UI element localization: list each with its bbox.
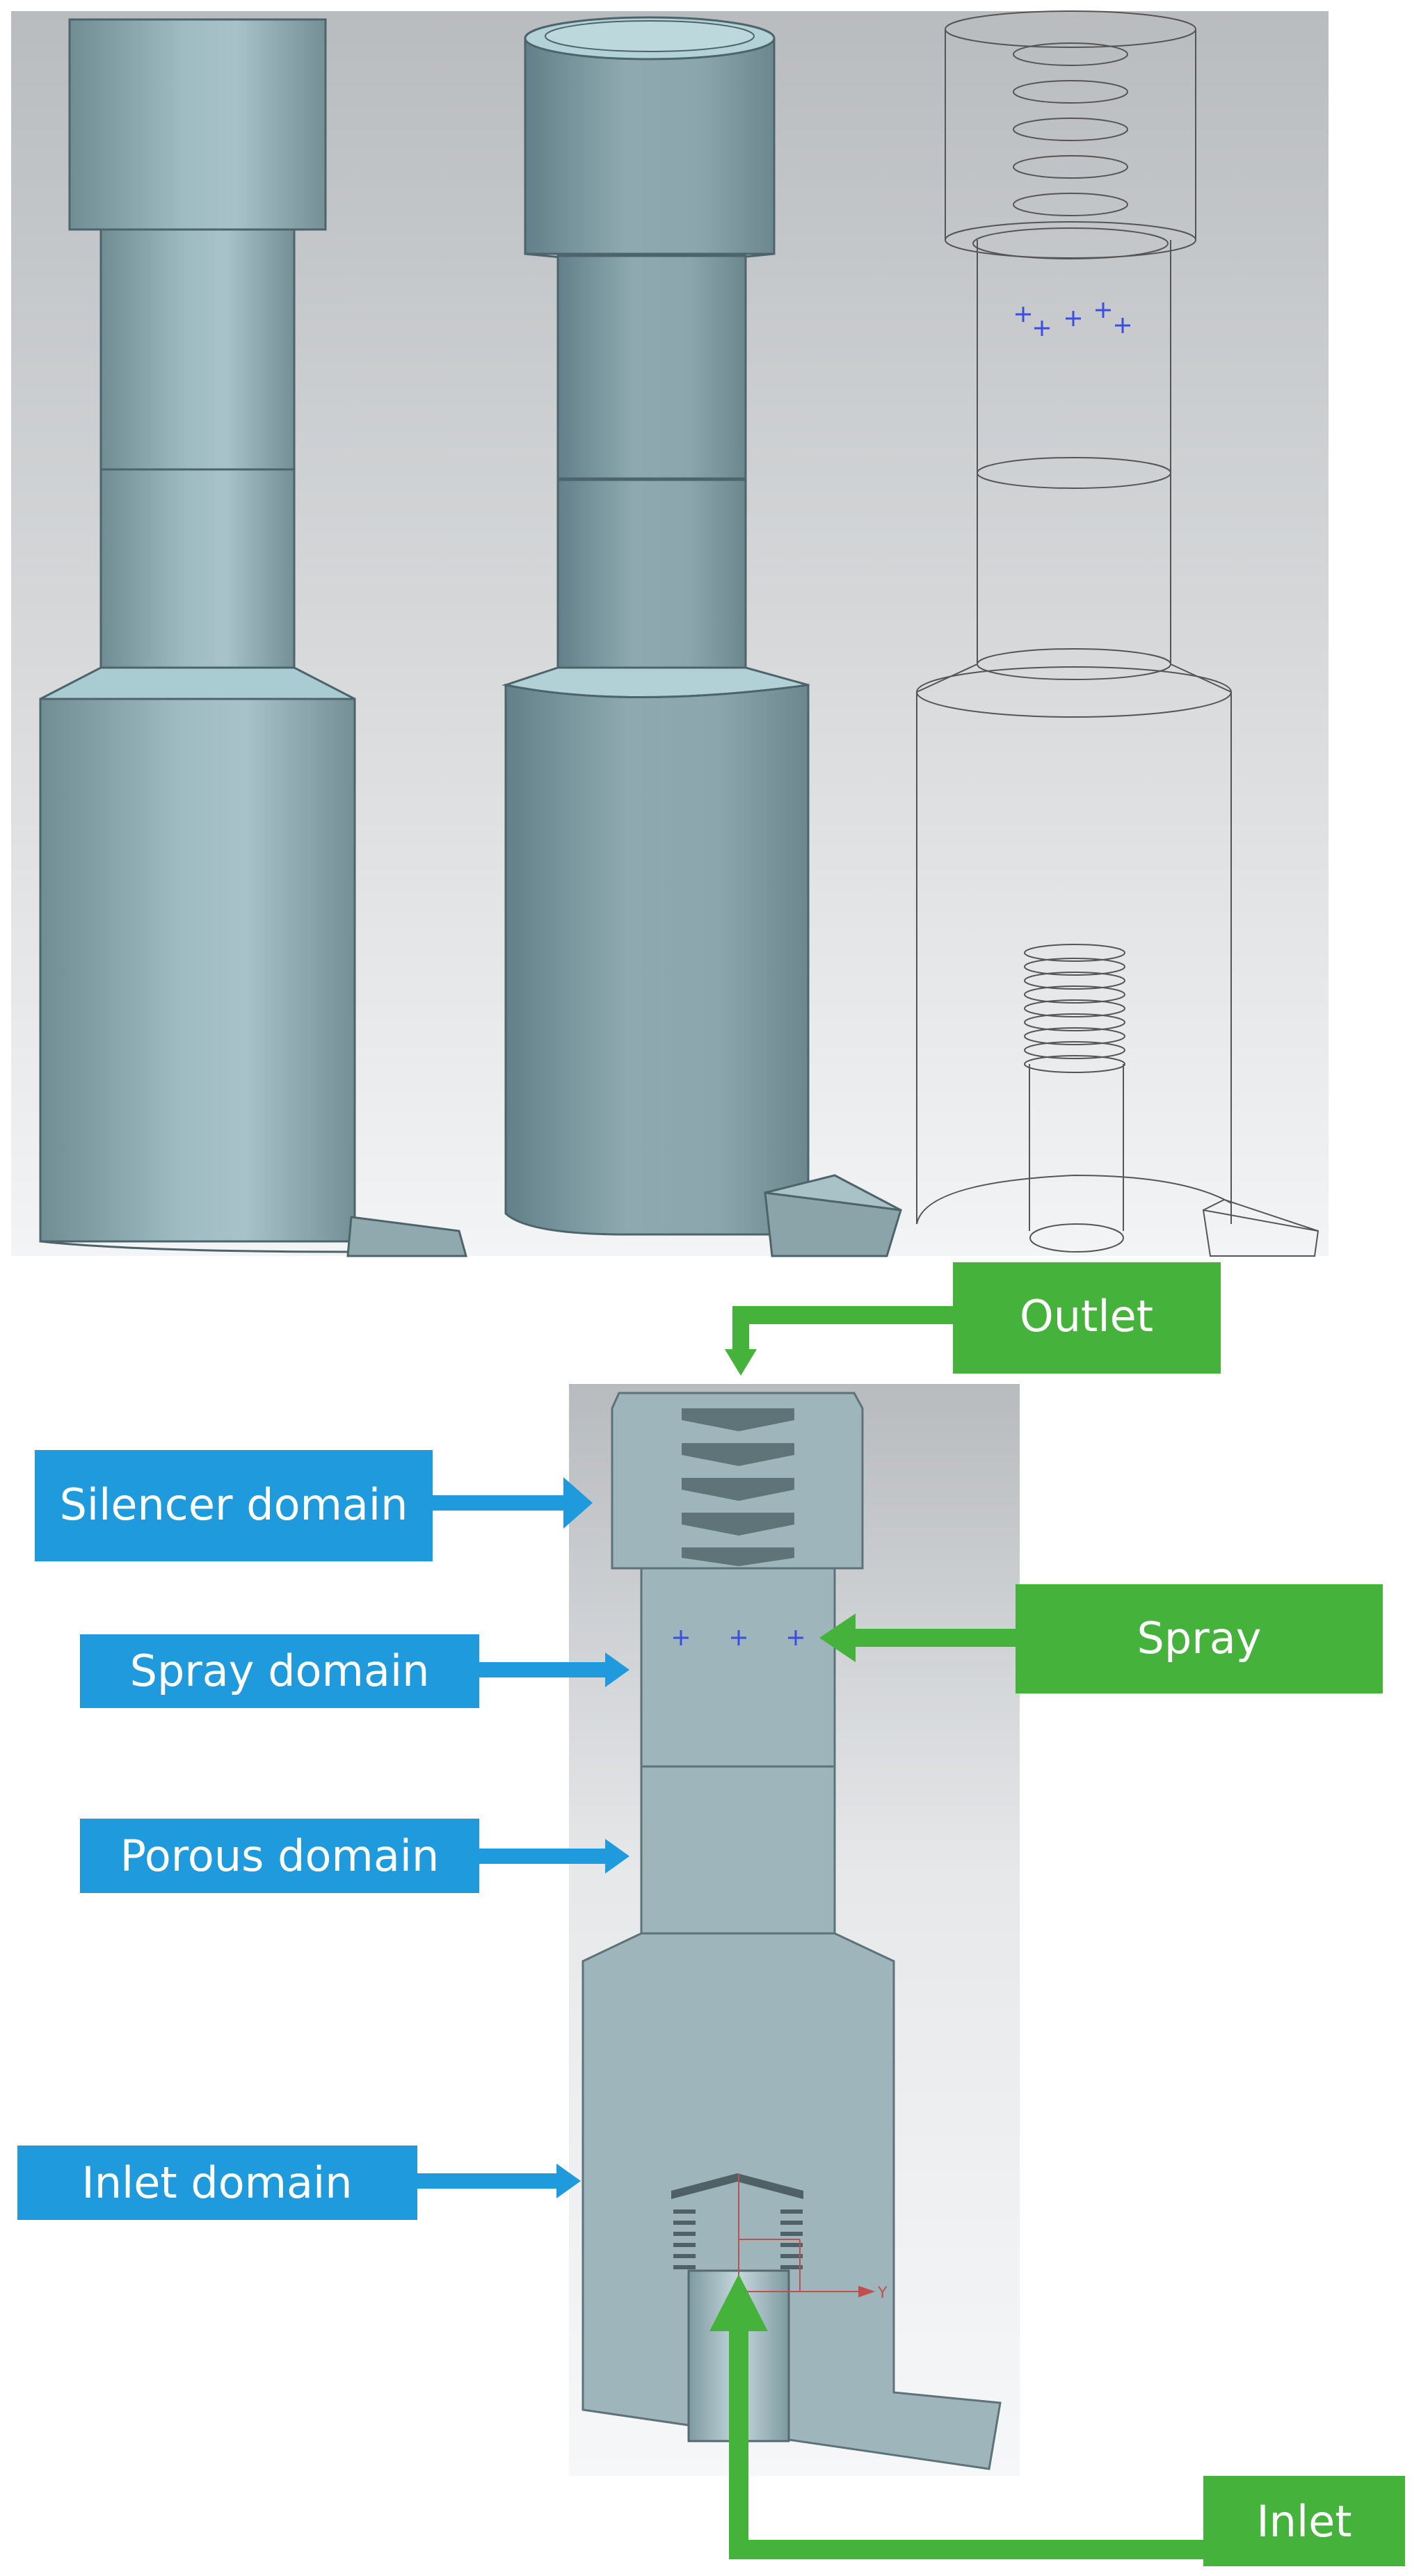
wireframe-view-right [916, 10, 1319, 1257]
top-panel-3d-views [11, 10, 1329, 1257]
svg-text:Silencer domain: Silencer domain [60, 1479, 408, 1530]
label-spray: Spray [1016, 1584, 1383, 1693]
solid-view-left [39, 18, 467, 1257]
solid-view-middle [502, 16, 902, 1257]
axis-marker-label: Y [877, 2285, 888, 2302]
spray-nozzle-markers [673, 1630, 803, 1645]
label-inlet: Inlet [1203, 2476, 1405, 2566]
silencer-baffles [682, 1408, 794, 1566]
porous-domain-arrow [479, 1839, 629, 1874]
svg-text:Porous domain: Porous domain [120, 1830, 440, 1881]
svg-text:Spray domain: Spray domain [130, 1645, 430, 1696]
label-porous-domain: Porous domain [80, 1819, 479, 1893]
svg-text:Spray: Spray [1137, 1613, 1262, 1664]
bottom-panel-cross-section: Y [569, 1384, 1020, 2476]
wireframe-coil [1024, 944, 1125, 1073]
label-inlet-domain: Inlet domain [17, 2146, 417, 2220]
outlet-arrow [725, 1306, 953, 1376]
inlet-coil [671, 2173, 803, 2269]
inlet-domain-arrow [416, 2164, 581, 2198]
label-silencer-domain: Silencer domain [35, 1450, 433, 1561]
spray-arrow [819, 1613, 1016, 1662]
inlet-arrow [709, 2274, 1203, 2559]
svg-text:Outlet: Outlet [1020, 1291, 1153, 1342]
porous-section [640, 1765, 836, 1935]
label-spray-domain: Spray domain [80, 1634, 479, 1708]
label-outlet: Outlet [953, 1262, 1221, 1374]
inlet-section [581, 1932, 1002, 2470]
coordinate-axes [738, 2173, 876, 2298]
spray-domain-arrow [479, 1652, 629, 1687]
spray-section [640, 1567, 836, 1768]
spray-nozzle-markers-3d [1016, 303, 1130, 336]
svg-text:Inlet: Inlet [1256, 2496, 1351, 2547]
boundary-arrows [416, 1306, 1203, 2559]
silencer-arrow [431, 1477, 593, 1529]
svg-text:Inlet domain: Inlet domain [81, 2157, 352, 2208]
